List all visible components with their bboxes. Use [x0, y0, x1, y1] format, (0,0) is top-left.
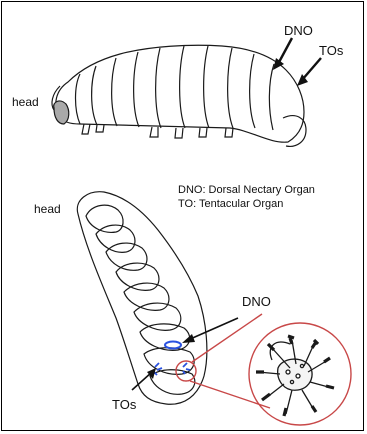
- zoom-callout: [176, 314, 351, 425]
- bottom-tos-label: TOs: [112, 398, 136, 411]
- bottom-caterpillar: [77, 192, 207, 405]
- top-caterpillar: [56, 45, 306, 146]
- bottom-dno-label: DNO: [242, 295, 271, 308]
- legend-dno: DNO: Dorsal Nectary Organ: [178, 185, 315, 196]
- top-arrows: [278, 38, 321, 80]
- top-tos-label: TOs: [319, 44, 343, 57]
- tentacular-organs: [154, 363, 190, 375]
- top-head-label: head: [12, 96, 39, 108]
- tentacular-organ-detail: [256, 336, 334, 416]
- bottom-head-label: head: [34, 203, 61, 215]
- top-dno-label: DNO: [284, 24, 313, 37]
- legend-to: TO: Tentacular Organ: [178, 199, 283, 210]
- top-caterpillar-head: [54, 101, 69, 124]
